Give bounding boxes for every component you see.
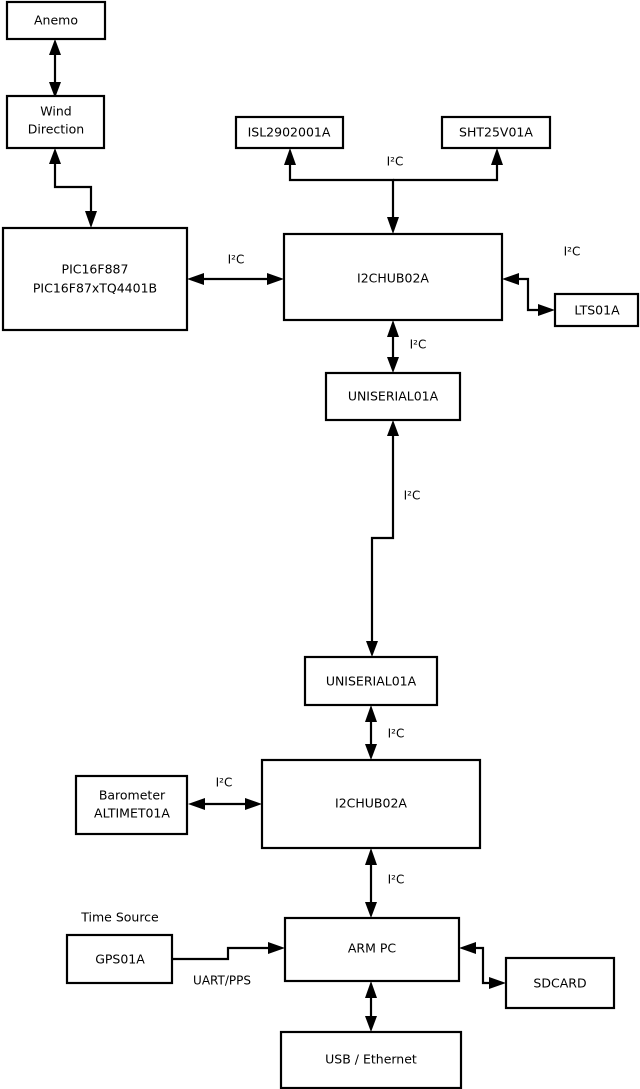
node-label-wind-direction-line1: Wind bbox=[40, 104, 71, 119]
node-label-pic-line1: PIC16F887 bbox=[62, 262, 129, 277]
connector-anemo-winddirection bbox=[49, 39, 61, 98]
node-isl2902001a[interactable]: ISL2902001A bbox=[234, 115, 345, 150]
node-lts01a[interactable]: LTS01A bbox=[553, 292, 640, 328]
edge-label-uniserial-bottom-to-hub: I²C bbox=[388, 727, 405, 741]
label-time-source: Time Source bbox=[80, 910, 159, 925]
node-uniserial01a-bottom[interactable]: UNISERIAL01A bbox=[303, 655, 439, 707]
edge-label-pic-to-hub: I²C bbox=[228, 253, 245, 267]
node-gps01a[interactable]: GPS01A bbox=[65, 933, 174, 985]
connector-winddirection-pic bbox=[49, 148, 97, 228]
connector-armpc-usbethernet bbox=[365, 981, 377, 1032]
connector-pic-hubtop: I²C bbox=[187, 253, 284, 285]
node-label-lts01a: LTS01A bbox=[574, 303, 620, 318]
node-label-anemo: Anemo bbox=[34, 13, 78, 28]
connector-hubtop-uniserialtop: I²C bbox=[387, 320, 426, 373]
node-barometer-altimet01a[interactable]: Barometer ALTIMET01A bbox=[74, 774, 189, 836]
node-label-uniserial01a-bottom: UNISERIAL01A bbox=[326, 674, 417, 689]
node-label-sht25v01a: SHT25V01A bbox=[459, 125, 533, 140]
node-label-gps01a: GPS01A bbox=[95, 952, 145, 967]
node-label-i2chub02a-top: I2CHUB02A bbox=[357, 271, 429, 286]
node-label-i2chub02a-bottom: I2CHUB02A bbox=[335, 796, 407, 811]
node-wind-direction[interactable]: Wind Direction bbox=[5, 94, 106, 150]
node-label-arm-pc: ARM PC bbox=[348, 941, 397, 956]
node-label-uniserial01a-top: UNISERIAL01A bbox=[348, 389, 439, 404]
connector-hubtop-sensors: I²C bbox=[284, 148, 503, 234]
edge-label-uniserial-link: I²C bbox=[404, 489, 421, 503]
node-label-usb-ethernet: USB / Ethernet bbox=[325, 1052, 417, 1067]
node-usb-ethernet[interactable]: USB / Ethernet bbox=[279, 1030, 463, 1089]
edge-label-hub-to-armpc: I²C bbox=[388, 873, 405, 887]
connector-barometer-hubbottom: I²C bbox=[188, 776, 262, 810]
node-label-wind-direction-line2: Direction bbox=[28, 122, 84, 137]
edge-label-hub-to-lts: I²C bbox=[564, 245, 581, 259]
node-label-isl2902001a: ISL2902001A bbox=[248, 125, 331, 140]
edge-label-barometer-to-hub: I²C bbox=[216, 776, 233, 790]
node-sht25v01a[interactable]: SHT25V01A bbox=[440, 115, 552, 150]
node-i2chub02a-top[interactable]: I2CHUB02A bbox=[282, 232, 504, 322]
node-sdcard[interactable]: SDCARD bbox=[504, 956, 616, 1010]
node-label-barometer-line2: ALTIMET01A bbox=[94, 806, 170, 821]
connector-armpc-sdcard bbox=[459, 942, 506, 989]
node-label-sdcard: SDCARD bbox=[533, 976, 586, 991]
node-label-pic-line2: PIC16F87xTQ4401B bbox=[33, 281, 157, 296]
edge-label-hub-to-uniserial-top: I²C bbox=[410, 338, 427, 352]
connector-hubbottom-armpc: I²C bbox=[365, 848, 404, 918]
connector-gps-armpc: UART/PPS bbox=[172, 942, 285, 988]
connector-uniserialbottom-hubbottom: I²C bbox=[365, 705, 404, 760]
node-label-barometer-line1: Barometer bbox=[99, 788, 166, 803]
edge-label-gps-to-armpc: UART/PPS bbox=[193, 974, 251, 988]
connector-uniserial-link: I²C bbox=[366, 420, 420, 657]
node-arm-pc[interactable]: ARM PC bbox=[283, 916, 461, 983]
node-i2chub02a-bottom[interactable]: I2CHUB02A bbox=[260, 758, 482, 850]
node-pic-microcontroller[interactable]: PIC16F887 PIC16F87xTQ4401B bbox=[1, 226, 189, 332]
connector-hubtop-lts: I²C bbox=[502, 245, 581, 316]
edge-label-sensors-to-hub: I²C bbox=[387, 155, 404, 169]
node-anemo[interactable]: Anemo bbox=[5, 0, 107, 41]
node-uniserial01a-top[interactable]: UNISERIAL01A bbox=[324, 371, 462, 422]
